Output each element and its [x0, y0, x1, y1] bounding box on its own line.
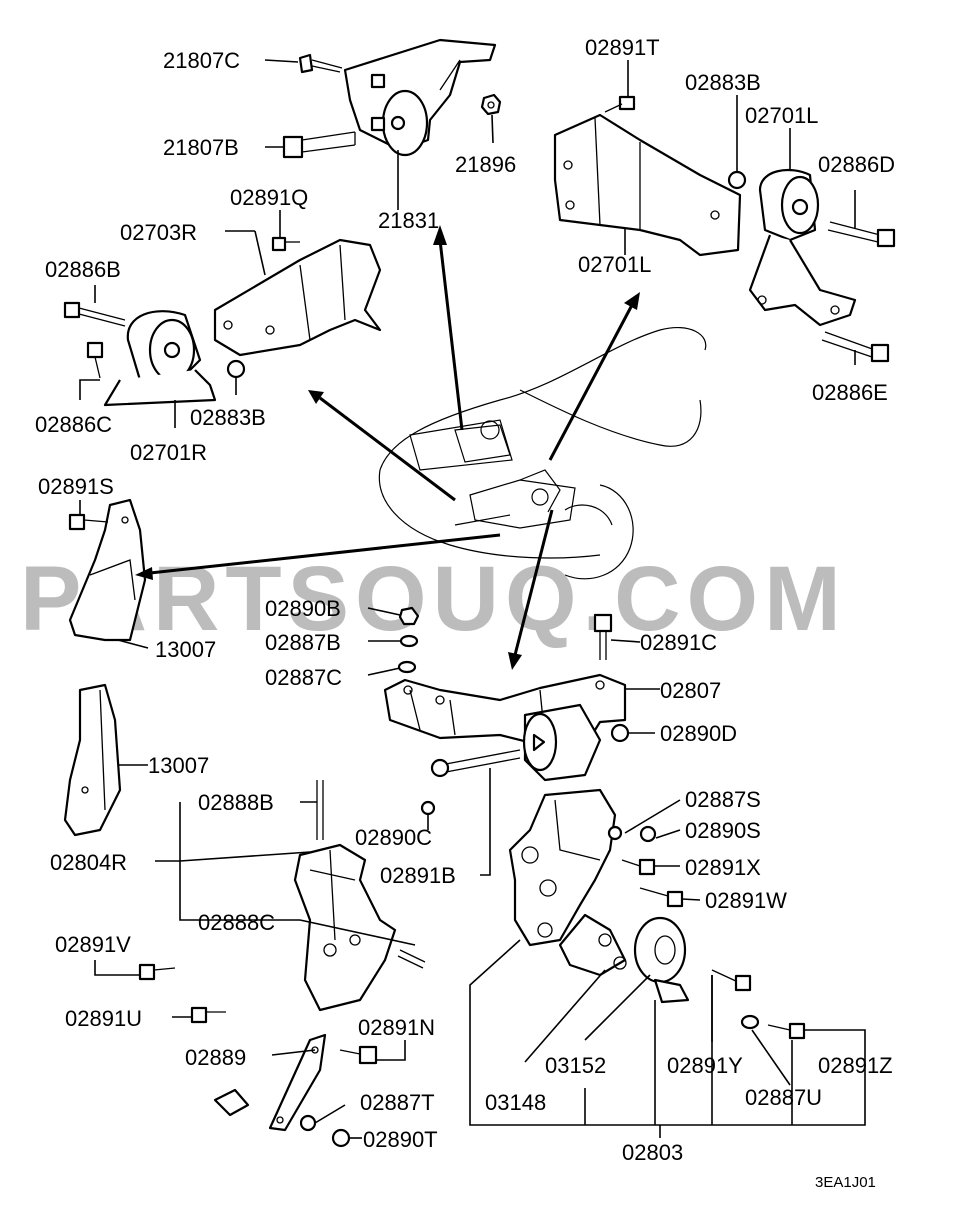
bolt-02891B-drawing [430, 749, 521, 778]
part-labels: 21807C 21807B 21896 21831 02891T 02883B … [35, 35, 895, 1165]
label-02887U[interactable]: 02887U [745, 1085, 822, 1110]
label-02891W[interactable]: 02891W [705, 888, 787, 913]
bolt-02891V-drawing [138, 963, 176, 981]
bolt-02891U-drawing [190, 1006, 226, 1024]
washer-02887C-drawing [397, 660, 417, 674]
label-02891Y[interactable]: 02891Y [667, 1053, 743, 1078]
label-02701L-mid[interactable]: 02701L [578, 252, 651, 277]
bushing-02807-drawing [522, 703, 602, 782]
bracket-02889-drawing [213, 1033, 327, 1132]
label-02888C[interactable]: 02888C [198, 910, 275, 935]
label-02890S[interactable]: 02890S [685, 818, 761, 843]
label-13007-a[interactable]: 13007 [155, 637, 216, 662]
mount-21831-drawing [343, 38, 497, 157]
bolt-02891C-drawing [593, 613, 613, 660]
label-21807C[interactable]: 21807C [163, 48, 240, 73]
label-02891N[interactable]: 02891N [358, 1015, 435, 1040]
label-02701L-top[interactable]: 02701L [745, 103, 818, 128]
car-outline [378, 326, 707, 580]
label-02886C[interactable]: 02886C [35, 412, 112, 437]
nut-21896-drawing [480, 93, 502, 116]
leader-lines [79, 59, 866, 1139]
label-02891C[interactable]: 02891C [640, 630, 717, 655]
bracket-02804R-drawing [293, 843, 397, 1012]
washer-02887U-drawing [740, 1014, 760, 1030]
label-13007-b[interactable]: 13007 [148, 753, 209, 778]
label-02890C[interactable]: 02890C [355, 825, 432, 850]
label-02891V[interactable]: 02891V [55, 932, 131, 957]
label-02891B[interactable]: 02891B [380, 863, 456, 888]
diagram-id: 3EA1J01 [815, 1174, 876, 1191]
washer-02887T-drawing [299, 1114, 317, 1132]
label-02703R[interactable]: 02703R [120, 220, 197, 245]
stud-02888C-drawing [397, 949, 426, 969]
bracket-02703R-drawing [213, 238, 382, 357]
bolt-02886E-drawing [821, 331, 890, 363]
label-02886D[interactable]: 02886D [818, 152, 895, 177]
bushing-03152-drawing [633, 916, 690, 1004]
label-02701R[interactable]: 02701R [130, 440, 207, 465]
shaft-03148-drawing [558, 913, 627, 977]
mount-02701R-drawing [103, 310, 217, 407]
bolt-02891T-drawing [604, 95, 636, 113]
nut-02890D-drawing [610, 723, 630, 743]
label-02886E[interactable]: 02886E [812, 380, 888, 405]
label-02890B[interactable]: 02890B [265, 596, 341, 621]
bolt-02891X-drawing [621, 858, 656, 876]
watermark: PARTSOUQ.COM [20, 548, 847, 650]
label-02887C[interactable]: 02887C [265, 665, 342, 690]
label-03148[interactable]: 03148 [485, 1090, 546, 1115]
bracket-02701L-drawing [553, 113, 742, 257]
label-02891X[interactable]: 02891X [685, 855, 761, 880]
label-02803[interactable]: 02803 [622, 1140, 683, 1165]
bolt-02891Q-drawing [271, 236, 300, 252]
label-02891Q[interactable]: 02891Q [230, 185, 308, 210]
bracket-02803-drawing [508, 788, 617, 947]
label-02886B[interactable]: 02886B [45, 257, 121, 282]
mount-02701L-drawing [748, 168, 857, 327]
label-02807[interactable]: 02807 [660, 678, 721, 703]
bolt-02891N-drawing [339, 1045, 378, 1065]
nut-02890S-drawing [639, 825, 657, 843]
bolt-21807C-drawing [298, 53, 343, 74]
washer-02887B-drawing [399, 634, 419, 648]
bolt-02891Y-drawing [711, 969, 752, 992]
label-03152[interactable]: 03152 [545, 1053, 606, 1078]
cover-13007-upper-drawing [68, 498, 147, 642]
label-02891T[interactable]: 02891T [585, 35, 660, 60]
nut-02890T-drawing [331, 1128, 351, 1148]
bolt-02891Z-drawing [767, 1022, 806, 1040]
nut-02883B-top-drawing [727, 170, 747, 190]
label-21807B[interactable]: 21807B [163, 135, 239, 160]
label-02891S[interactable]: 02891S [38, 474, 114, 499]
label-02889[interactable]: 02889 [185, 1045, 246, 1070]
label-02890T[interactable]: 02890T [363, 1127, 438, 1152]
indicator-arrows [135, 225, 640, 670]
label-21831[interactable]: 21831 [378, 208, 439, 233]
bolt-02886C-drawing [86, 341, 104, 379]
bolt-02886B-drawing [63, 301, 126, 327]
label-02888B[interactable]: 02888B [198, 790, 274, 815]
label-02887B[interactable]: 02887B [265, 630, 341, 655]
bolt-02891W-drawing [639, 887, 684, 908]
label-02887S[interactable]: 02887S [685, 787, 761, 812]
label-02883B-left[interactable]: 02883B [190, 405, 266, 430]
nut-02890C-drawing [420, 800, 436, 816]
label-02891Z[interactable]: 02891Z [818, 1053, 893, 1078]
label-02891U[interactable]: 02891U [65, 1006, 142, 1031]
label-02890D[interactable]: 02890D [660, 721, 737, 746]
washer-02887S-drawing [607, 825, 623, 841]
nut-02890B-drawing [398, 606, 420, 626]
bolt-21807B-drawing [282, 131, 356, 159]
bolt-02886D-drawing [827, 221, 896, 248]
label-02883B-top[interactable]: 02883B [685, 70, 761, 95]
cover-13007-lower-drawing [63, 683, 122, 837]
nut-02883B-left-drawing [226, 359, 246, 379]
label-02804R[interactable]: 02804R [50, 850, 127, 875]
stud-02888B-drawing [316, 780, 324, 840]
label-02887T[interactable]: 02887T [360, 1090, 435, 1115]
label-21896[interactable]: 21896 [455, 152, 516, 177]
bolt-02891S-drawing [68, 513, 109, 531]
